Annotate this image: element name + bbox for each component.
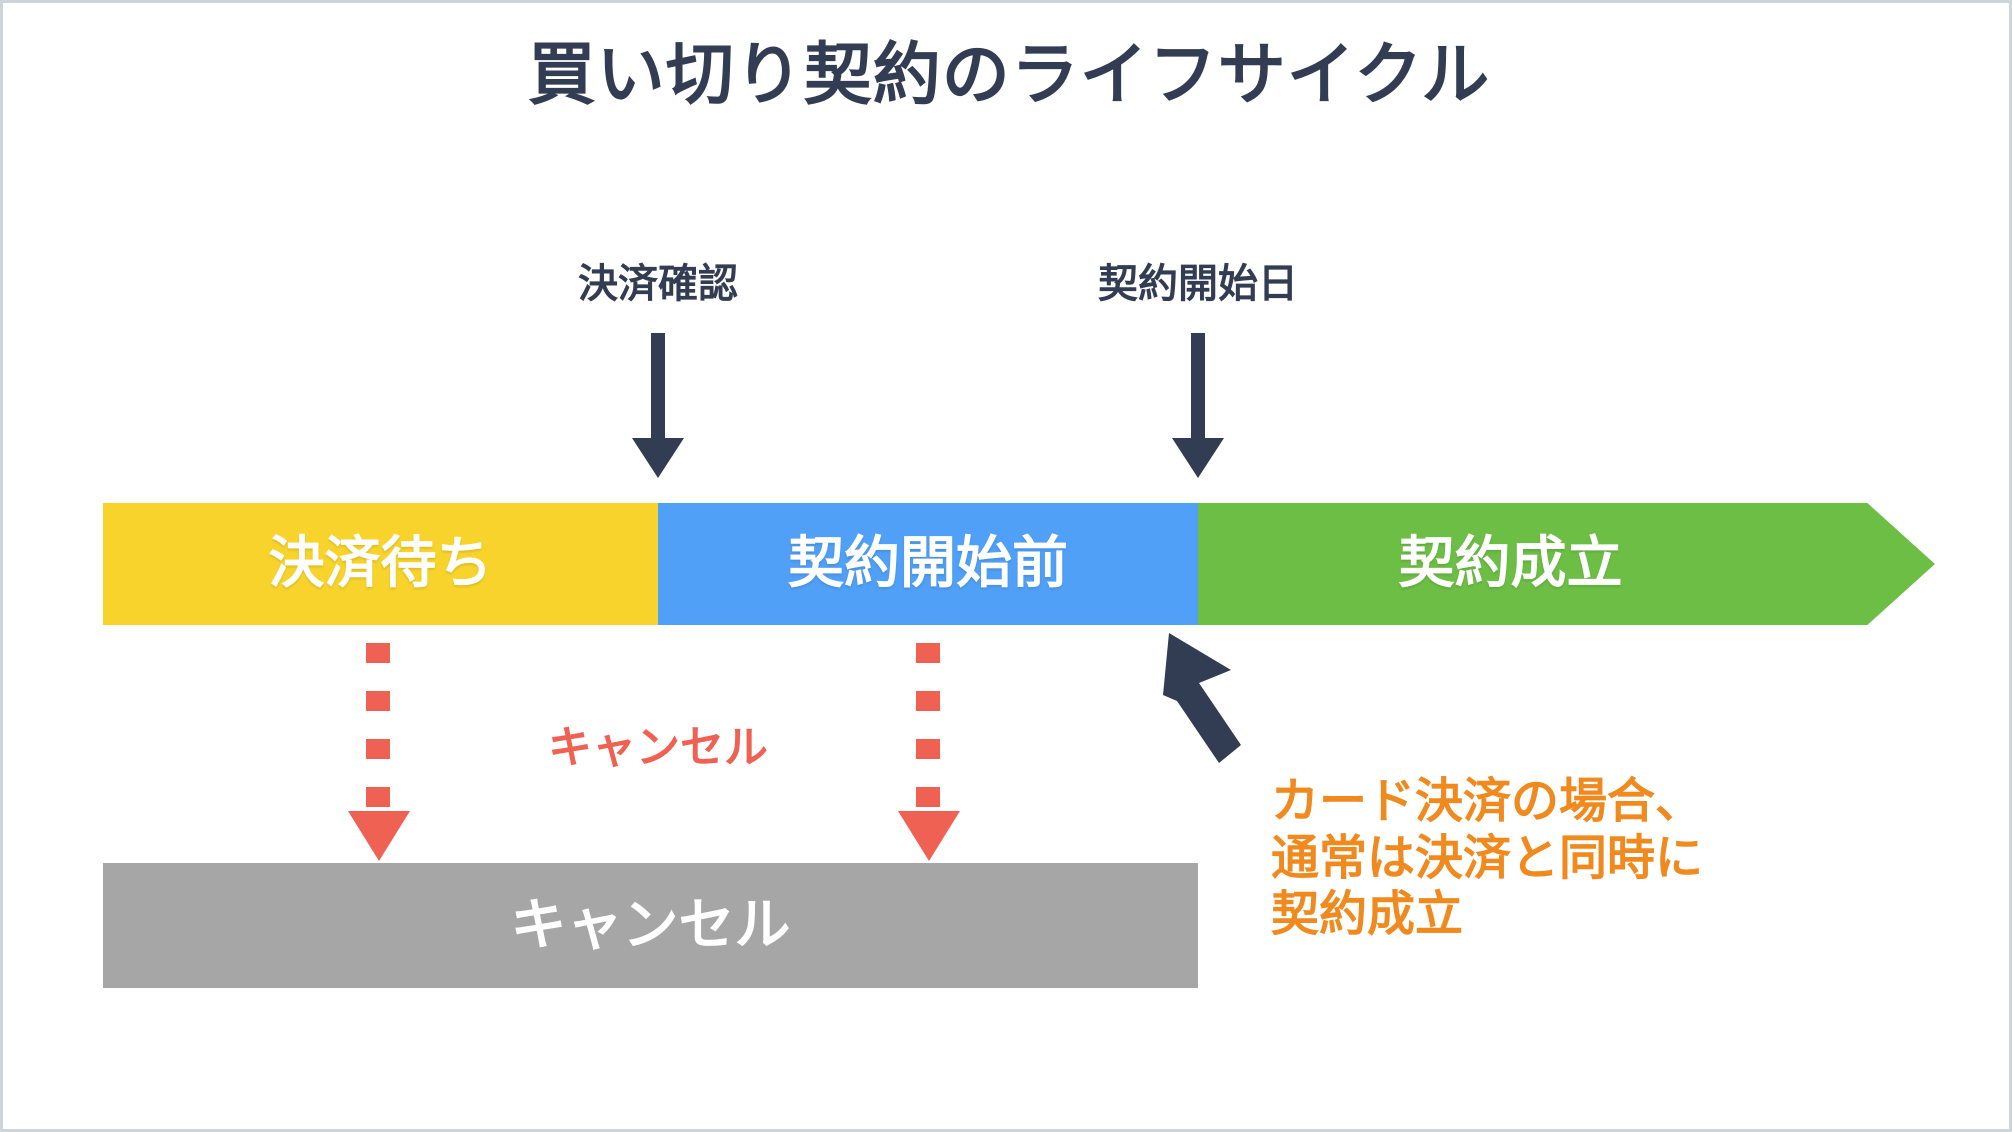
note-annotation: カード決済の場合、 通常は決済と同時に 契約成立 <box>1271 773 1703 943</box>
down-arrow-icon-payment-confirmed <box>628 333 688 478</box>
cancel-transition-arrow-icon-from-pending <box>348 643 410 861</box>
stage-label-pending: 決済待ち <box>268 531 493 596</box>
page-title: 買い切り契約のライフサイクル <box>527 36 1491 115</box>
stage-segment-active <box>1198 503 1823 625</box>
down-arrow-icon-contract-start-date <box>1168 333 1228 478</box>
stage-label-before-start: 契約開始前 <box>788 531 1068 596</box>
stage-segment-cancelled <box>103 863 1198 988</box>
cancel-transition-label: キャンセル <box>548 722 768 773</box>
lifecycle-timeline-arrow <box>103 503 1935 625</box>
dashed-shaft <box>916 643 940 811</box>
arrow-head <box>1172 438 1224 478</box>
note-line-1: カード決済の場合、 <box>1271 773 1704 829</box>
timeline-arrow-head <box>1823 503 1935 625</box>
note-line-3: 契約成立 <box>1271 886 1464 943</box>
event-label-contract-start-date: 契約開始日 <box>1098 261 1298 307</box>
dashed-shaft <box>366 643 390 811</box>
arrow-shaft <box>651 333 665 438</box>
event-label-payment-confirmed: 決済確認 <box>578 261 738 307</box>
note-line-2: 通常は決済と同時に <box>1271 829 1704 886</box>
arrow-head <box>898 811 960 861</box>
arrow-shaft <box>1191 333 1205 438</box>
stage-segment-pending <box>103 503 658 625</box>
note-arrow-body <box>1163 633 1241 763</box>
stage-label-cancelled: キャンセル <box>510 893 791 958</box>
timeline-svg <box>103 503 1935 625</box>
arrow-head <box>348 811 410 861</box>
arrow-head <box>632 438 684 478</box>
note-pointer-arrow-icon <box>1163 633 1241 763</box>
cancel-transition-arrow-icon-from-before-start <box>898 643 960 861</box>
stage-segment-before-start <box>658 503 1198 625</box>
stage-label-active: 契約成立 <box>1398 531 1623 596</box>
